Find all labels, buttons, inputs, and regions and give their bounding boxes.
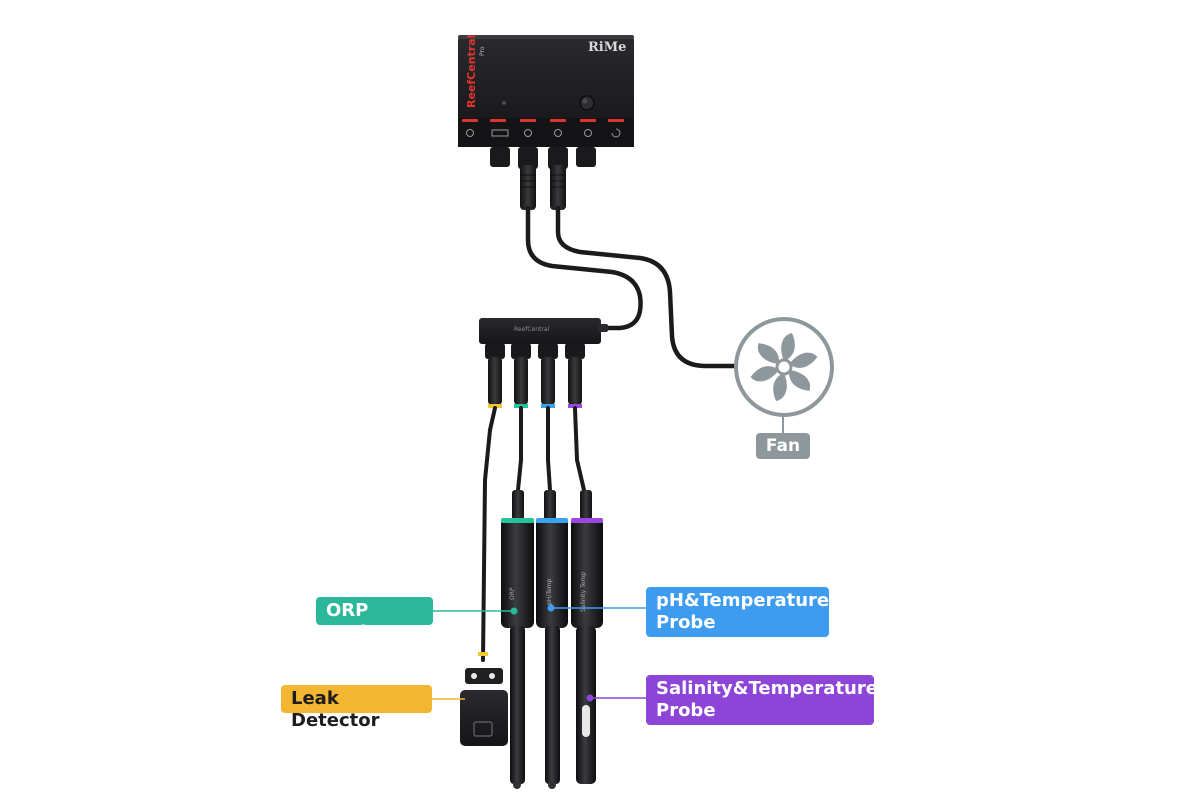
hub-port-1 [485,343,505,359]
controller-unit: ReefCentral Pro RiMe [458,35,634,210]
splitter-hub: ReefCentral [479,318,608,359]
status-led [502,101,506,105]
hub-port-3 [538,343,558,359]
controller-connector-4 [576,147,596,167]
orp-probe-collar [512,490,524,520]
leak-detector-body [460,690,508,746]
leak-detector-clip [465,668,503,684]
cable-leak [481,406,497,662]
port-icon-5 [584,129,592,137]
ph-probe-collar [544,490,556,520]
salinity-probe-collar [580,490,592,520]
leak-detector-sensor [473,721,493,737]
controller-connector-3 [548,147,568,169]
orp-probe-ring [501,518,534,523]
plug-salinity [568,357,582,405]
port-icon-2 [491,129,509,137]
port-icon-4 [554,129,562,137]
port-led-2 [490,119,506,122]
controller-connector-1 [490,147,510,167]
leak-detector [460,652,508,746]
fan-hub [775,358,793,376]
orp-probe-stem [510,626,525,784]
salinity-leader-dot [586,694,594,702]
probe-plugs [488,357,582,408]
salinity-probe-window [582,705,590,737]
salinity-probe-body [571,518,603,628]
hub-label: ReefCentral [514,326,550,333]
port-icon-3 [524,129,532,137]
plug-ph [541,357,555,405]
hub-body [479,318,601,344]
port-icon-1 [466,129,474,137]
ph-probe-ring [536,518,568,523]
ring-leak [488,404,502,408]
leak-detector-screw-left [471,673,477,679]
port-led-5 [580,119,596,122]
hub-side-plug [598,324,608,332]
ph-probe-stem [545,626,560,784]
ph-temperature-probe-callout: pH&Temperature Probe [646,587,829,637]
cable-controller-to-hub [525,205,643,331]
orp-probe-tip [513,781,521,789]
controller-connector-2 [518,147,538,169]
controller-top-edge [458,35,634,39]
cable-controller-to-fan [555,205,745,369]
ph-probe: pH/Temp [536,490,568,789]
ph-probe-tip [548,781,556,789]
ph-probe-body-text: pH/Temp [546,578,553,605]
leak-cable-ring [478,652,488,656]
port-led-3 [520,119,536,122]
salinity-probe: Salinity Temp [571,490,603,784]
fan-label: Fan [756,433,810,459]
orp-leader-dot [510,607,518,615]
port-led-4 [550,119,566,122]
orp-probe-callout: ORP Probe [316,597,433,643]
fan-icon [734,317,834,434]
controller-model: Pro [479,46,486,56]
leader-lines [432,604,646,702]
ph-leader-dot [547,604,555,612]
hub-port-2 [511,343,531,359]
port-led-6 [608,119,624,122]
cables [525,205,745,369]
power-button[interactable] [579,95,595,111]
controller-logo: RiMe [588,40,626,55]
controller-brand: ReefCentral [465,35,478,108]
orp-probe-body [501,518,534,628]
port-led-1 [462,119,478,122]
port-icon-6 [611,128,621,138]
plug-leak [488,357,502,405]
orp-probe: ORP [501,490,534,789]
hub-port-4 [565,343,585,359]
power-button-highlight [582,98,588,104]
leak-detector-callout: Leak Detector [281,685,432,731]
salinity-probe-body-text: Salinity Temp [580,572,587,612]
plug-orp [514,357,528,405]
controller-port-strip [458,118,634,147]
orp-probe-body-text: ORP [509,587,516,600]
ph-probe-body [536,518,568,628]
salinity-probe-ring [571,518,603,523]
salinity-temperature-probe-callout: Salinity&Temperature Probe [646,675,878,725]
leak-detector-screw-right [489,673,495,679]
